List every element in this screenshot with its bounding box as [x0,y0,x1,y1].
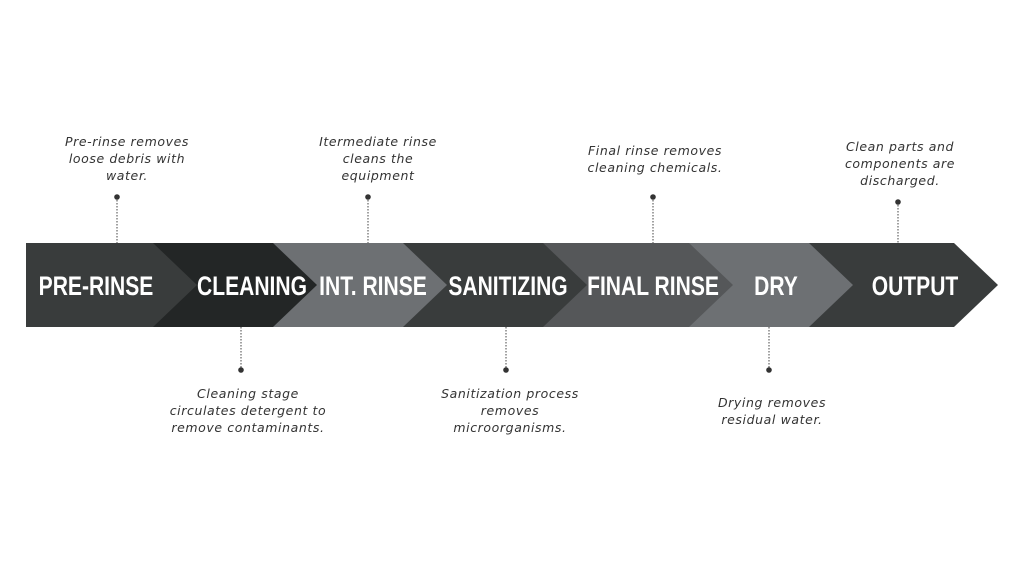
connector-dot-final-rinse [650,194,656,200]
note-dry: Drying removes residual water. [717,395,827,427]
connector-dot-int-rinse [365,194,371,200]
note-int-rinse: Itermediate rinse cleans the equipment [319,134,437,183]
note-cleaning: Cleaning stage circulates detergent to r… [169,386,327,435]
note-output: Clean parts and components are discharge… [844,139,956,188]
step-label-dry: DRY [754,271,798,301]
step-label-output: OUTPUT [871,271,959,301]
step-label-cleaning: CLEANING [197,271,307,301]
step-label-final-rinse: FINAL RINSE [587,271,719,301]
chevron-sanitizing [403,243,587,327]
note-final-rinse: Final rinse removes cleaning chemicals. [587,143,723,175]
step-label-pre-rinse: PRE-RINSE [38,271,154,301]
note-sanitizing: Sanitization process removes microorgani… [441,386,579,435]
connector-dot-output [895,199,901,205]
connector-dot-cleaning [238,367,244,373]
connector-dot-pre-rinse [114,194,120,200]
note-pre-rinse: Pre-rinse removes loose debris with wate… [64,134,190,183]
chevron-final-rinse [543,243,733,327]
step-label-int-rinse: INT. RINSE [319,271,427,301]
connector-dot-sanitizing [503,367,509,373]
step-label-sanitizing: SANITIZING [448,271,568,301]
chevron-pre-rinse [26,243,197,327]
connector-dot-dry [766,367,772,373]
chevron-output [809,243,998,327]
chevron-cleaning [153,243,317,327]
chevron-dry [689,243,853,327]
chevron-int-rinse [273,243,447,327]
